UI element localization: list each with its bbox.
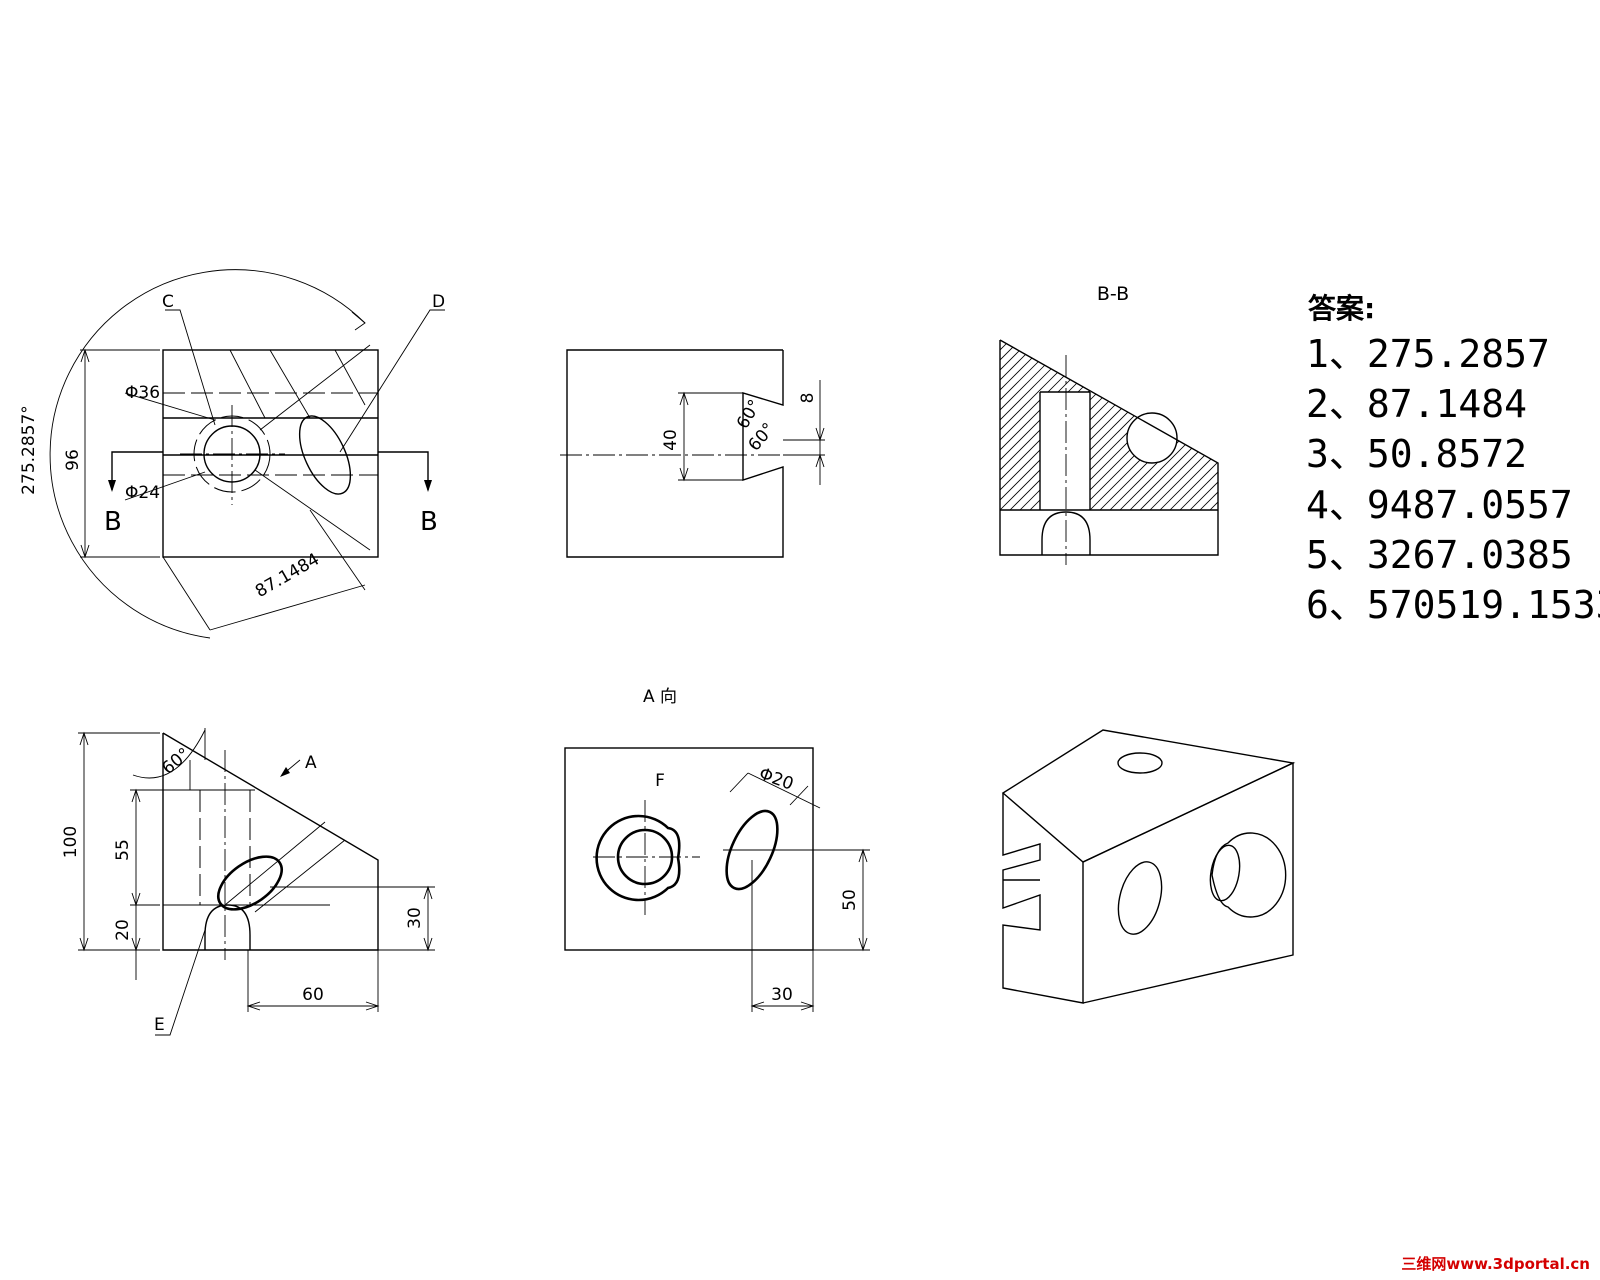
dia-24-label: Φ24 [125,483,160,503]
gap-label: 8 [798,393,818,404]
section-title: B-B [1097,283,1129,305]
label-a: A [305,753,317,773]
answer-6: 6、570519.1533 [1306,583,1600,627]
height-50-label: 50 [840,889,860,911]
counterbore-outer [595,814,681,902]
answer-3: 3、50.8572 [1306,432,1527,476]
height-55-label: 55 [113,839,133,861]
answer-4: 4、9487.0557 [1306,483,1573,527]
dia-36-label: Φ36 [125,383,160,403]
label-d: D [432,292,445,312]
answers-panel: 答案: 1、275.2857 2、87.1484 3、50.8572 4、948… [1306,292,1600,627]
height-100-label: 100 [61,826,81,858]
bottom-left-view: 100 55 20 30 60 60° A E [61,728,435,1036]
height-96-label: 96 [63,449,83,471]
iso-counterbore [1211,832,1287,918]
iso-side-hole [1117,861,1163,935]
iso-top-hole [1117,752,1163,774]
site-watermark: 三维网www.3dportal.cn [1401,1255,1590,1273]
oblique-hole-a [725,809,779,891]
isometric-view [1001,729,1296,1004]
dia-20-label: Φ20 [756,764,796,795]
angle-arc [49,269,366,639]
bottom-left-outline [162,732,379,951]
answer-2: 2、87.1484 [1306,382,1527,426]
oblique-hole [217,855,283,911]
a-view-title: A 向 [643,687,677,707]
width-60-label: 60 [302,985,324,1005]
angle-60-label: 60° [158,744,194,779]
label-e: E [154,1015,165,1035]
answers-heading: 答案: [1308,292,1375,325]
height-30-label: 30 [405,907,425,929]
answer-1: 1、275.2857 [1306,332,1550,376]
top-middle-outline [566,349,784,558]
angle-label: 275.2857° [19,405,39,495]
answer-5: 5、3267.0385 [1306,533,1573,577]
label-c: C [162,292,174,312]
section-b-right: B [420,507,438,537]
width-30-label: 30 [771,985,793,1005]
bottom-middle-view: A 向 F Φ20 50 30 [564,687,870,1012]
iso-top-face [1001,729,1296,863]
section-outline [999,339,1219,556]
label-f: F [655,771,665,791]
slot-height-label: 40 [661,429,681,451]
a-view-outline [564,747,814,951]
top-middle-view: 40 60° 60° 8 [560,349,825,558]
section-b-left: B [104,507,122,537]
height-20-label: 20 [113,919,133,941]
top-left-view: 96 275.2857° 87.1484 Φ36 Φ24 C D B B [19,269,445,639]
